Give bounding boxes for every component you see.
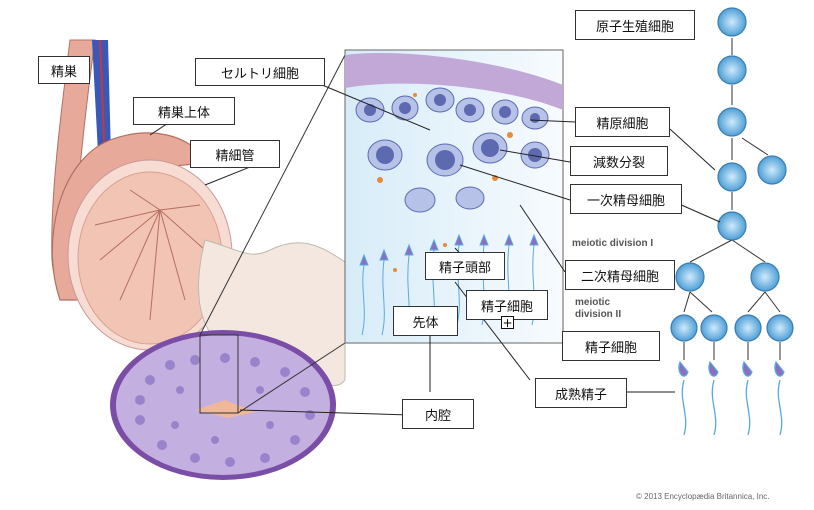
label-mature-sperm: 成熟精子 <box>535 378 627 408</box>
meiotic-division-2: meiotic division II <box>575 297 622 320</box>
copyright-notice: © 2013 Encyclopædia Britannica, Inc. <box>636 492 770 501</box>
plus-icon: + <box>501 316 514 330</box>
zoom-guides <box>199 54 346 414</box>
label-primordial-germ-cell: 原子生殖細胞 <box>575 10 695 40</box>
tubule-cross-section <box>110 330 336 480</box>
label-sperm-head: 精子頭部 <box>425 252 505 280</box>
label-seminiferous-tubule: 精細管 <box>190 140 280 168</box>
label-acrosome: 先体 <box>393 306 458 336</box>
label-epididymis: 精巣上体 <box>133 97 235 125</box>
cell-cascade <box>670 7 794 436</box>
label-spermatid-right: 精子細胞 <box>562 331 660 361</box>
testis <box>67 159 233 351</box>
label-sertoli-cell: セルトリ細胞 <box>195 58 325 86</box>
cascade-cell <box>717 7 747 37</box>
label-spermatogonium: 精原細胞 <box>575 107 670 137</box>
meiotic-division-1: meiotic division I <box>572 238 654 249</box>
label-testis: 精巣 <box>38 56 90 84</box>
label-meiosis: 減数分裂 <box>570 146 668 176</box>
magnified-panel <box>344 49 564 344</box>
label-spermatid-mid: 精子細胞 <box>466 290 548 320</box>
label-primary-spermatocyte: 一次精母細胞 <box>570 184 682 214</box>
label-lumen: 内腔 <box>402 399 474 429</box>
label-secondary-spermatocyte: 二次精母細胞 <box>565 260 675 290</box>
